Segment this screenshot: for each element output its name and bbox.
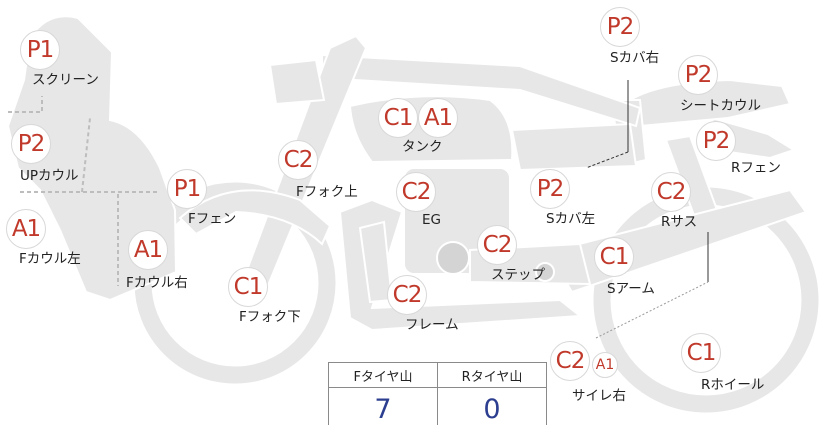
grade-badge-upcowl: P2	[11, 124, 51, 164]
part-label-rwheel: Rホイール	[701, 377, 765, 393]
silencer-pointer-dash	[595, 281, 709, 339]
grade-badge-fcowl-right: A1	[128, 230, 168, 270]
grade-badge-tank-1: C1	[378, 98, 418, 138]
part-label-rfender: Rフェン	[731, 160, 781, 176]
part-label-fcowl-right: Fカウル右	[126, 275, 188, 291]
tire-tread-table: Fタイヤ山 Rタイヤ山 7 0	[328, 362, 547, 425]
front-fender-shape	[178, 189, 332, 246]
cowl-division-line-mid	[81, 117, 91, 193]
grade-badge-step: C2	[477, 225, 517, 265]
part-label-ffork-lower: Fフォク下	[239, 309, 301, 325]
part-label-screen: スクリーン	[32, 72, 99, 88]
part-label-rsus: Rサス	[661, 214, 698, 230]
grade-badge-engine: C2	[396, 172, 436, 212]
rear-tread-header: Rタイヤ山	[437, 362, 547, 388]
frame-lower-shape	[338, 198, 583, 332]
part-label-fcowl-left: Fカウル左	[19, 251, 81, 267]
step-peg-shape	[535, 262, 555, 282]
part-label-ffender: Fフェン	[188, 211, 237, 227]
grade-badge-fcowl-left: A1	[6, 209, 46, 249]
grade-badge-ffork-upper: C2	[278, 140, 318, 180]
part-label-frame: フレーム	[405, 317, 459, 333]
front-cowl-shape	[6, 15, 178, 302]
part-label-scover-left: Sカバ左	[546, 211, 596, 227]
grade-badge-rwheel: C1	[681, 333, 721, 373]
grade-badge-silencer-right: C2	[550, 341, 590, 381]
part-label-ffork-upper: Fフォク上	[296, 184, 358, 200]
part-label-silencer-right: サイレ右	[572, 388, 626, 404]
grade-badge-tank-2: A1	[418, 98, 458, 138]
grade-badge-ffork-lower: C1	[228, 267, 268, 307]
grade-badge-screen: P1	[20, 30, 60, 70]
grade-badge-seat-cowl: P2	[678, 55, 718, 95]
rear-tread-value: 0	[437, 387, 547, 425]
scover-right-pointer-dash	[585, 151, 629, 169]
part-label-scover-right: Sカバ右	[610, 50, 660, 66]
part-label-tank: タンク	[402, 139, 443, 155]
cowl-division-line-upper	[8, 96, 43, 113]
side-cover-left-shape	[510, 122, 638, 172]
grade-badge-scover-left: P2	[530, 169, 570, 209]
grade-badge-ffender: P1	[167, 169, 207, 209]
grade-badge-rsus: C2	[651, 172, 691, 212]
grade-badge-scover-right: P2	[600, 7, 640, 47]
front-tread-header: Fタイヤ山	[328, 362, 438, 388]
grade-badge-silencer-right-sub: A1	[592, 352, 618, 378]
part-label-engine: EG	[422, 212, 441, 228]
part-label-seat-cowl: シートカウル	[680, 98, 761, 114]
grade-badge-frame: C2	[387, 275, 427, 315]
part-label-swingarm: Sアーム	[607, 281, 655, 297]
engine-cover-shape	[436, 241, 470, 275]
grade-badge-swingarm: C1	[594, 237, 634, 277]
front-tread-value: 7	[328, 387, 438, 425]
headlight-shape	[268, 58, 326, 106]
grade-badge-rfender: P2	[696, 121, 736, 161]
part-label-step: ステップ	[491, 267, 545, 283]
part-label-upcowl: UPカウル	[20, 168, 79, 184]
